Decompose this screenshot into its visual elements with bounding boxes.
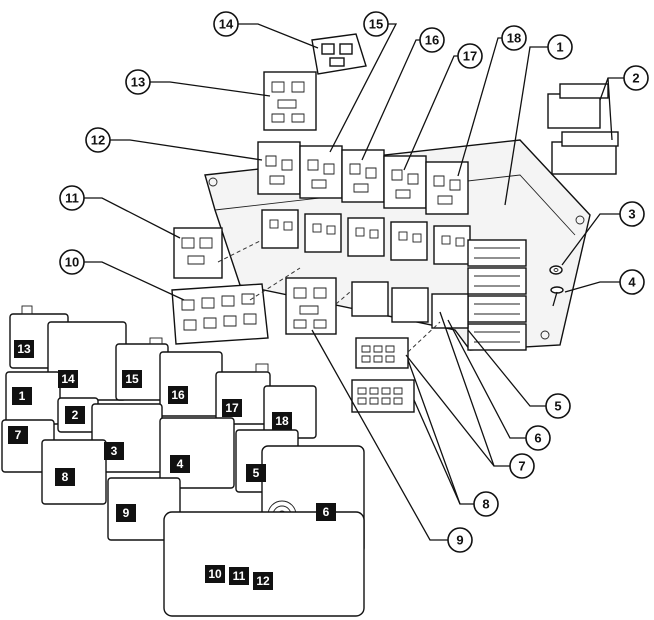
- callout-6-label: 6: [534, 431, 541, 446]
- callout-17: 17: [457, 43, 483, 69]
- relay-tag-7: 7: [8, 426, 28, 444]
- mounting-screw: [550, 286, 564, 307]
- callout-15-label: 15: [369, 17, 383, 32]
- callout-12-label: 12: [91, 133, 105, 148]
- relay-tag-5: 5: [246, 464, 266, 482]
- callout-3: 3: [619, 201, 645, 227]
- relay-tag-12: 12: [253, 572, 273, 590]
- callout-8-label: 8: [482, 497, 489, 512]
- callout-9-label: 9: [456, 533, 463, 548]
- relay-tag-11: 11: [229, 567, 249, 585]
- relay-10-11-12: [163, 511, 365, 617]
- callout-18: 18: [501, 25, 527, 51]
- callout-5: 5: [545, 393, 571, 419]
- relay-tag-9: 9: [116, 504, 136, 522]
- relay-tag-1: 1: [12, 387, 32, 405]
- fuse-strip-bank: [467, 239, 527, 351]
- callout-15: 15: [363, 11, 389, 37]
- relay-socket-10: [171, 283, 269, 345]
- relay-tag-14: 14: [58, 370, 78, 388]
- relay-socket-14: [311, 33, 367, 75]
- relay-socket-11: [173, 227, 223, 279]
- callout-2: 2: [623, 65, 649, 91]
- relay-tag-12-label: 12: [256, 574, 270, 588]
- callout-2-label: 2: [632, 71, 639, 86]
- callout-11-label: 11: [65, 191, 79, 206]
- callout-18-label: 18: [507, 31, 521, 46]
- callout-9: 9: [447, 527, 473, 553]
- upper-socket-bank: [257, 141, 469, 215]
- connector-8a: [355, 337, 409, 369]
- relay-tag-8-label: 8: [62, 470, 69, 484]
- callout-1-label: 1: [556, 40, 563, 55]
- relay-tag-1-label: 1: [19, 389, 26, 403]
- callout-3-label: 3: [628, 207, 635, 222]
- relay-tag-10: 10: [205, 565, 225, 583]
- relay-tag-3: 3: [104, 442, 124, 460]
- connector-8b: [351, 379, 415, 413]
- relay-tag-6: 6: [316, 503, 336, 521]
- callout-10-label: 10: [65, 255, 79, 270]
- relay-tag-13-label: 13: [17, 342, 31, 356]
- callout-1: 1: [547, 34, 573, 60]
- assembly-guides: [217, 239, 441, 353]
- relay-tag-16-label: 16: [171, 388, 185, 402]
- relay-tag-6-label: 6: [323, 505, 330, 519]
- center-sockets: [351, 281, 469, 329]
- callout-13-label: 13: [131, 75, 145, 90]
- relay-tag-15-label: 15: [125, 372, 139, 386]
- callout-17-label: 17: [463, 49, 477, 64]
- relay-tag-15: 15: [122, 370, 142, 388]
- relay-tag-18-label: 18: [275, 414, 289, 428]
- relay-16: [159, 351, 223, 417]
- relay-tag-9-label: 9: [123, 506, 130, 520]
- relay-tag-3-label: 3: [111, 444, 118, 458]
- relay-tag-18: 18: [272, 412, 292, 430]
- relay-tag-17-label: 17: [225, 401, 239, 415]
- relay-tag-4-label: 4: [177, 457, 184, 471]
- relay-tag-14-label: 14: [61, 372, 75, 386]
- fuse-holder-pair: [547, 83, 619, 175]
- relay-socket-9: [285, 277, 337, 335]
- callout-12: 12: [85, 127, 111, 153]
- relay-tag-7-label: 7: [15, 428, 22, 442]
- callout-7: 7: [509, 453, 535, 479]
- callout-6: 6: [525, 425, 551, 451]
- washer: [549, 265, 563, 275]
- relay-tag-2-label: 2: [72, 408, 79, 422]
- callout-16-label: 16: [425, 33, 439, 48]
- relay-tag-10-label: 10: [208, 567, 222, 581]
- callout-4-label: 4: [628, 275, 636, 290]
- relay-tag-16: 16: [168, 386, 188, 404]
- relay-tag-8: 8: [55, 468, 75, 486]
- callout-8: 8: [473, 491, 499, 517]
- relay-tag-17: 17: [222, 399, 242, 417]
- callout-16: 16: [419, 27, 445, 53]
- callout-11: 11: [59, 185, 85, 211]
- relay-socket-13: [263, 71, 317, 131]
- relay-tag-4: 4: [170, 455, 190, 473]
- callout-13: 13: [125, 69, 151, 95]
- relay-tag-5-label: 5: [253, 466, 260, 480]
- callout-4: 4: [619, 269, 645, 295]
- leader-lines: [84, 23, 626, 541]
- callout-14-label: 14: [219, 17, 234, 32]
- relay-tag-13: 13: [14, 340, 34, 358]
- plate-sockets: [261, 209, 471, 265]
- callout-10: 10: [59, 249, 85, 275]
- callout-5-label: 5: [554, 399, 561, 414]
- callout-7-label: 7: [518, 459, 525, 474]
- relay-9: [107, 477, 181, 541]
- relay-tag-11-label: 11: [233, 569, 246, 583]
- relay-tag-2: 2: [65, 406, 85, 424]
- callout-14: 14: [213, 11, 239, 37]
